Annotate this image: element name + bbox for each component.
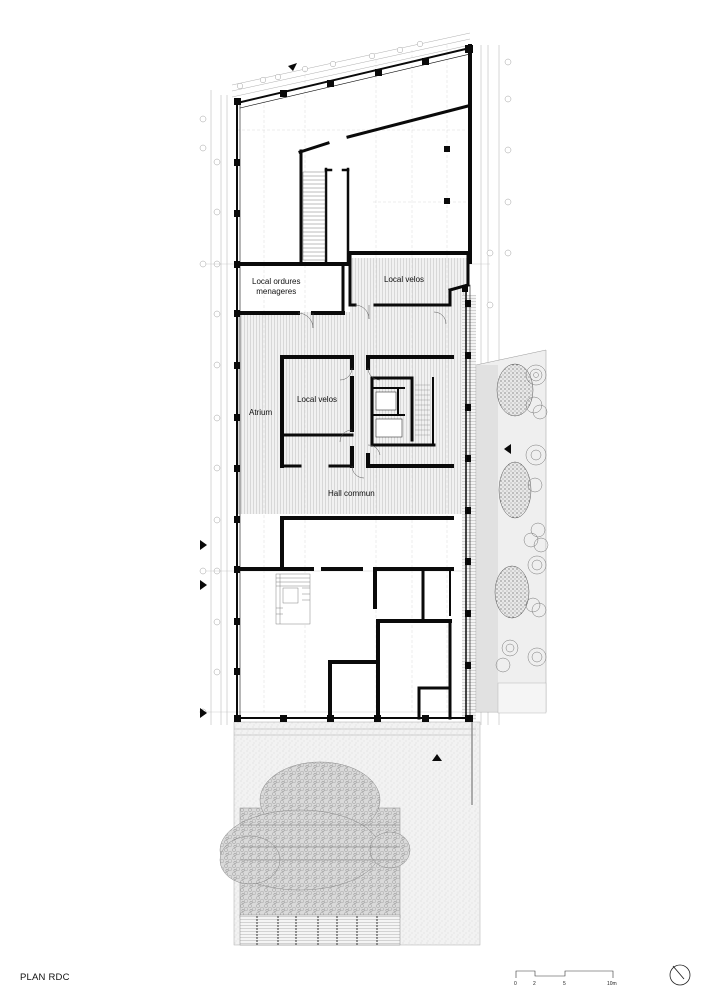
door-swings — [297, 304, 447, 479]
walls — [235, 44, 472, 721]
room-label-local-velos-center: Local velos — [297, 395, 338, 404]
room-label-local-velos-north: Local velos — [384, 275, 425, 284]
room-label-hall-commun: Hall commun — [328, 489, 375, 498]
entrance-arrow-icons — [200, 63, 511, 761]
room-label-local-ordures: Local ordures menageres — [252, 277, 300, 297]
room-label-atrium: Atrium — [249, 408, 273, 417]
dimension-lines-bottom — [234, 728, 476, 736]
stair-north — [302, 171, 326, 261]
scale-tick-0: 0 — [514, 981, 517, 987]
scale-tick-2: 2 — [533, 981, 536, 987]
stair-south — [275, 573, 311, 625]
scale-tick-5: 5 — [563, 981, 566, 987]
scale-tick-10m: 10m — [607, 981, 617, 987]
structural-columns — [234, 45, 473, 722]
dimension-lines-top — [231, 32, 471, 98]
drawing-title: PLAN RDC — [20, 972, 70, 983]
room-label-line: Local ordures — [252, 277, 301, 286]
tree-canopies-right — [494, 363, 549, 673]
scale-bar — [515, 970, 614, 978]
room-label-line: menageres — [256, 287, 297, 296]
north-arrow-icon — [669, 964, 691, 986]
